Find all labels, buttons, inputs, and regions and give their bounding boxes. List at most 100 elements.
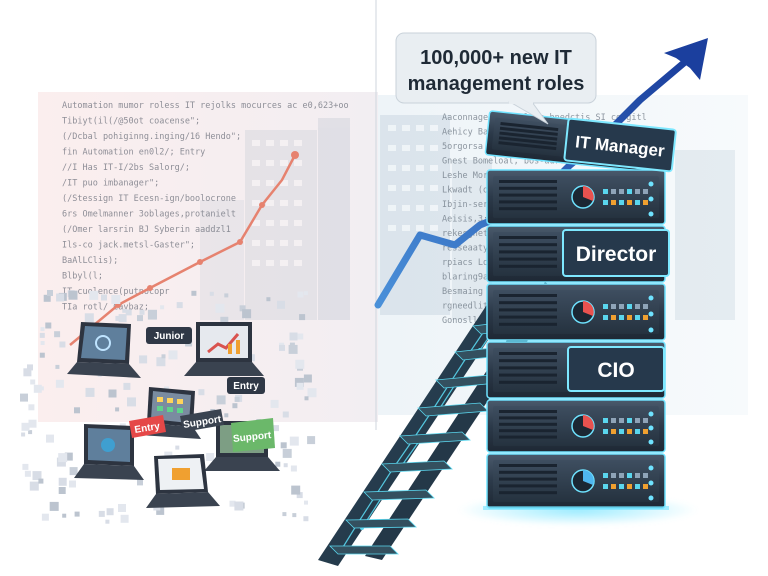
pixel-square xyxy=(38,478,44,484)
pixel-square xyxy=(46,434,54,443)
pixel-square xyxy=(273,425,279,432)
tower-label-cio: CIO xyxy=(567,346,665,392)
status-light xyxy=(648,465,654,471)
pixel-square xyxy=(266,297,271,302)
server-led xyxy=(643,429,648,434)
server-led xyxy=(635,473,640,478)
pixel-square xyxy=(69,467,78,476)
server-led xyxy=(603,429,608,434)
tag-entry-1-label: Entry xyxy=(233,381,259,392)
pixel-square xyxy=(98,510,105,517)
tower-base-glow xyxy=(483,506,669,510)
server-led xyxy=(619,484,624,489)
server-vent xyxy=(499,491,557,495)
pixel-square xyxy=(296,492,303,499)
pixel-square xyxy=(24,470,31,477)
pixel-square xyxy=(58,453,68,463)
pixel-square xyxy=(289,332,298,341)
code-line: IT cuolence(putnocopr xyxy=(62,287,169,297)
server-vent xyxy=(499,359,557,363)
pixel-square xyxy=(49,501,59,511)
server-led xyxy=(627,484,632,489)
pixel-square xyxy=(41,513,49,521)
pixel-square xyxy=(58,487,66,494)
pixel-square xyxy=(289,342,295,348)
server-led xyxy=(635,315,640,320)
red-growth-line xyxy=(69,151,299,346)
pixel-square xyxy=(303,291,308,296)
pixel-square xyxy=(220,316,229,325)
pixel-square xyxy=(215,303,225,313)
server-led xyxy=(627,304,632,309)
pixel-square xyxy=(137,315,143,322)
pixel-square xyxy=(56,293,65,302)
server-vent xyxy=(499,236,557,239)
pixel-square xyxy=(123,382,131,390)
server-led xyxy=(643,189,648,194)
pixel-square xyxy=(299,314,306,321)
code-text-left: Automation mumor roless IT rejolks mocur… xyxy=(62,101,349,313)
code-line: (/Stessign IT Ecesn-ign/boolocrone xyxy=(62,194,236,204)
code-line: (/Omer larsrin BJ Syberin aaddzl1 xyxy=(62,225,231,235)
pixel-square xyxy=(156,357,166,367)
pixel-square xyxy=(232,403,238,409)
pixel-square xyxy=(58,477,67,486)
server-led xyxy=(627,473,632,478)
laptop xyxy=(67,322,141,378)
server-unit xyxy=(486,283,666,341)
callout-line-2: management roles xyxy=(408,73,585,95)
status-light xyxy=(648,295,654,301)
pixel-square xyxy=(47,290,53,296)
server-vent xyxy=(499,308,557,312)
pixel-square xyxy=(23,368,32,377)
pixel-square xyxy=(69,480,76,488)
laptop xyxy=(74,424,144,480)
server-vent xyxy=(499,322,557,326)
server-led xyxy=(603,315,608,320)
city-skyline-right xyxy=(380,115,735,320)
pixel-square xyxy=(295,359,305,369)
server-vent xyxy=(499,464,557,467)
tag-support-2: Support xyxy=(231,418,275,452)
code-line: TIa rotl/ Cavbaz; xyxy=(62,303,149,313)
pixel-square xyxy=(209,291,214,296)
pixel-square xyxy=(282,411,289,418)
laptop-cluster xyxy=(67,322,280,508)
pixel-square xyxy=(33,384,42,393)
pixel-square xyxy=(118,504,126,512)
pixel-square xyxy=(118,314,127,323)
status-light xyxy=(648,411,654,417)
server-vent xyxy=(499,470,557,474)
status-light xyxy=(648,439,654,445)
code-line: Aeisis,3: xyxy=(442,215,488,225)
server-vent xyxy=(499,416,557,420)
pixel-square xyxy=(28,430,33,435)
pixel-square xyxy=(234,501,244,511)
callout-line-1: 100,000+ new IT xyxy=(420,47,572,69)
code-line: Automation mumor roless IT rejolks mocur… xyxy=(62,101,349,111)
server-led xyxy=(635,189,640,194)
server-led xyxy=(635,418,640,423)
server-led xyxy=(603,200,608,205)
tag-entry-2-label: Entry xyxy=(134,421,161,436)
pixel-square xyxy=(85,387,95,397)
laptop xyxy=(146,454,220,508)
pixel-square xyxy=(161,354,166,359)
pixel-square xyxy=(297,291,304,298)
pixel-square xyxy=(289,436,299,446)
server-led xyxy=(611,189,616,194)
server-led xyxy=(611,429,616,434)
pixel-square xyxy=(55,364,60,369)
pixel-square xyxy=(303,516,309,522)
city-skyline-left xyxy=(200,118,350,320)
pixel-square xyxy=(279,344,285,351)
server-led xyxy=(643,200,648,205)
pixel-square xyxy=(229,500,236,507)
server-led xyxy=(611,484,616,489)
server-dial-segment xyxy=(583,186,594,201)
cio-label: CIO xyxy=(597,359,634,382)
pixel-square xyxy=(125,309,132,316)
server-unit xyxy=(486,399,666,453)
server-led xyxy=(619,429,624,434)
server-vent xyxy=(499,186,557,190)
